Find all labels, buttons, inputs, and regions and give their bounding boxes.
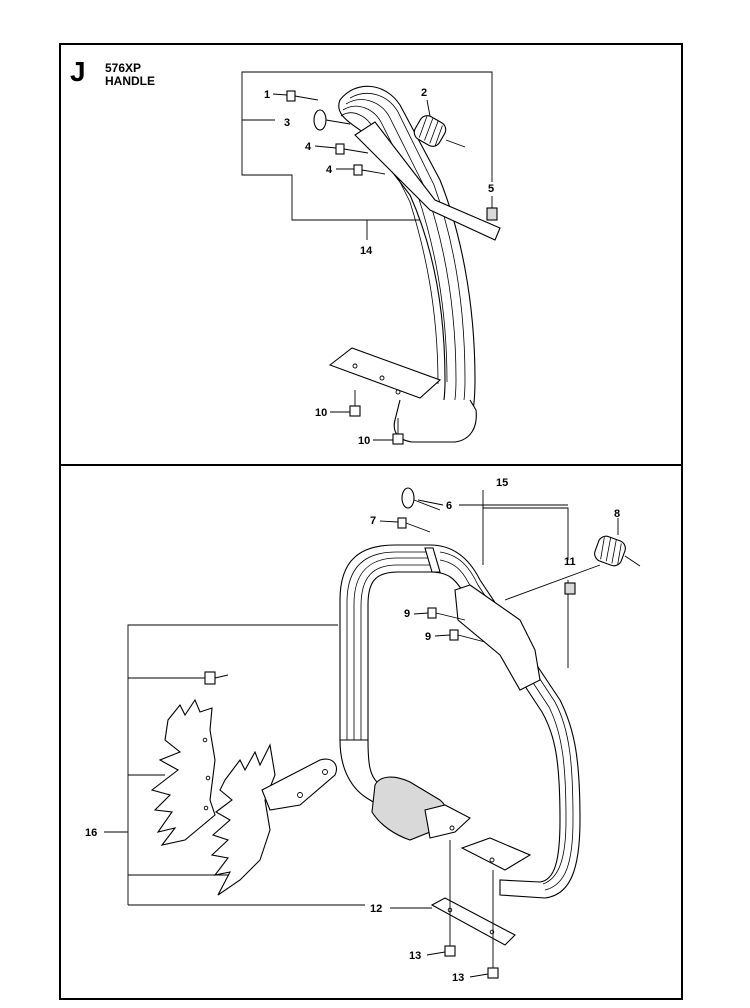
model-name: 576XP bbox=[105, 61, 142, 75]
callout-15: 15 bbox=[496, 477, 508, 489]
washer-and-bolt bbox=[313, 109, 351, 131]
callout-4b: 4 bbox=[326, 164, 333, 176]
callout-12: 12 bbox=[370, 903, 382, 915]
callout-7: 7 bbox=[370, 515, 376, 527]
callout-3: 3 bbox=[284, 117, 290, 129]
callout-1: 1 bbox=[264, 89, 270, 101]
callout-13b: 13 bbox=[452, 972, 464, 984]
callout-11: 11 bbox=[564, 556, 576, 568]
vibration-damper bbox=[413, 115, 466, 148]
front-handle-assembly bbox=[241, 71, 501, 445]
callout-9a: 9 bbox=[404, 608, 410, 620]
vibration-damper bbox=[594, 535, 641, 567]
washer-and-bolt bbox=[401, 487, 441, 511]
callout-4a: 4 bbox=[305, 141, 312, 153]
callout-16: 16 bbox=[85, 827, 97, 839]
diagram-frame bbox=[59, 43, 683, 1000]
bumper-spike-right bbox=[210, 743, 276, 896]
screw bbox=[353, 164, 386, 176]
mounting-plate bbox=[430, 897, 516, 946]
bolt bbox=[349, 390, 361, 417]
bolt bbox=[444, 935, 456, 957]
callout-13a: 13 bbox=[409, 950, 421, 962]
bolt bbox=[487, 962, 499, 979]
callout-14: 14 bbox=[360, 245, 373, 257]
mounting-plate bbox=[328, 347, 442, 399]
callout-2: 2 bbox=[421, 87, 427, 99]
screw bbox=[335, 143, 369, 155]
callout-8: 8 bbox=[614, 508, 620, 520]
callout-10b: 10 bbox=[358, 435, 370, 447]
callout-6: 6 bbox=[446, 500, 452, 512]
section-divider bbox=[59, 464, 683, 466]
section-title: HANDLE bbox=[105, 74, 155, 88]
clip-part bbox=[564, 582, 576, 595]
callout-5: 5 bbox=[488, 183, 494, 195]
bumper-bracket bbox=[261, 758, 338, 811]
screw bbox=[397, 517, 431, 533]
bumper-spike-left bbox=[150, 698, 216, 846]
callout-9b: 9 bbox=[425, 631, 431, 643]
callout-10a: 10 bbox=[315, 407, 327, 419]
screw bbox=[204, 671, 229, 685]
clip-part bbox=[486, 207, 498, 221]
full-wrap-handle-assembly bbox=[104, 487, 641, 979]
screw bbox=[286, 90, 319, 102]
section-letter: J bbox=[70, 56, 86, 87]
bolt bbox=[392, 418, 404, 445]
